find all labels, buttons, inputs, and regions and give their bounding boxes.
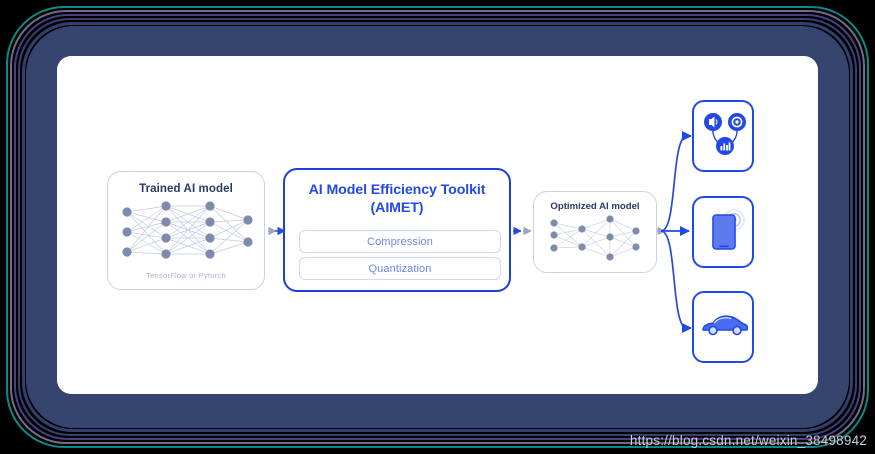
aimet-toolkit-title: AI Model Efficiency Toolkit (AIMET) (293, 181, 501, 217)
aimet-title-line1: AI Model Efficiency Toolkit (308, 182, 486, 198)
target-smartphone[interactable] (692, 196, 754, 268)
frame-ring-1 (6, 6, 869, 448)
sparse-network-nodes (550, 215, 640, 261)
trained-ai-model-box: Trained AI model (107, 171, 265, 290)
target-iot-devices[interactable] (692, 100, 754, 172)
sparse-network-edges (553, 218, 637, 258)
target-automobile[interactable] (692, 291, 754, 363)
optimized-ai-model-title: Optimized AI model (550, 201, 640, 212)
optimized-ai-model-box: Optimized AI model (533, 191, 657, 273)
feature-quantization[interactable]: Quantization (299, 257, 501, 280)
dense-network-edges (126, 205, 249, 255)
trained-ai-model-title: Trained AI model (139, 183, 233, 195)
sparse-network-graphic (550, 215, 640, 261)
frame-ring-2 (10, 10, 865, 444)
car-icon (702, 315, 749, 336)
feature-compression[interactable]: Compression (299, 230, 501, 253)
aimet-toolkit-box: AI Model Efficiency Toolkit (AIMET) Comp… (283, 168, 511, 292)
frame-ring-4 (18, 18, 857, 436)
smartphone-icon (712, 209, 745, 250)
iot-devices-icon (704, 113, 746, 155)
watermark-url: https://blog.csdn.net/weixin_38498942 (629, 433, 867, 448)
frame-ring-3 (14, 14, 861, 440)
branch-to-iot (660, 135, 686, 232)
frame-ring-5 (22, 22, 853, 432)
branch-to-car (660, 230, 686, 329)
dense-network-graphic (122, 201, 253, 259)
aimet-title-line2: (AIMET) (370, 200, 424, 217)
dense-network-nodes (122, 201, 253, 259)
trained-ai-model-footnote: TensorFlow or Pytorch (146, 271, 226, 280)
connectors-layer (268, 130, 693, 334)
